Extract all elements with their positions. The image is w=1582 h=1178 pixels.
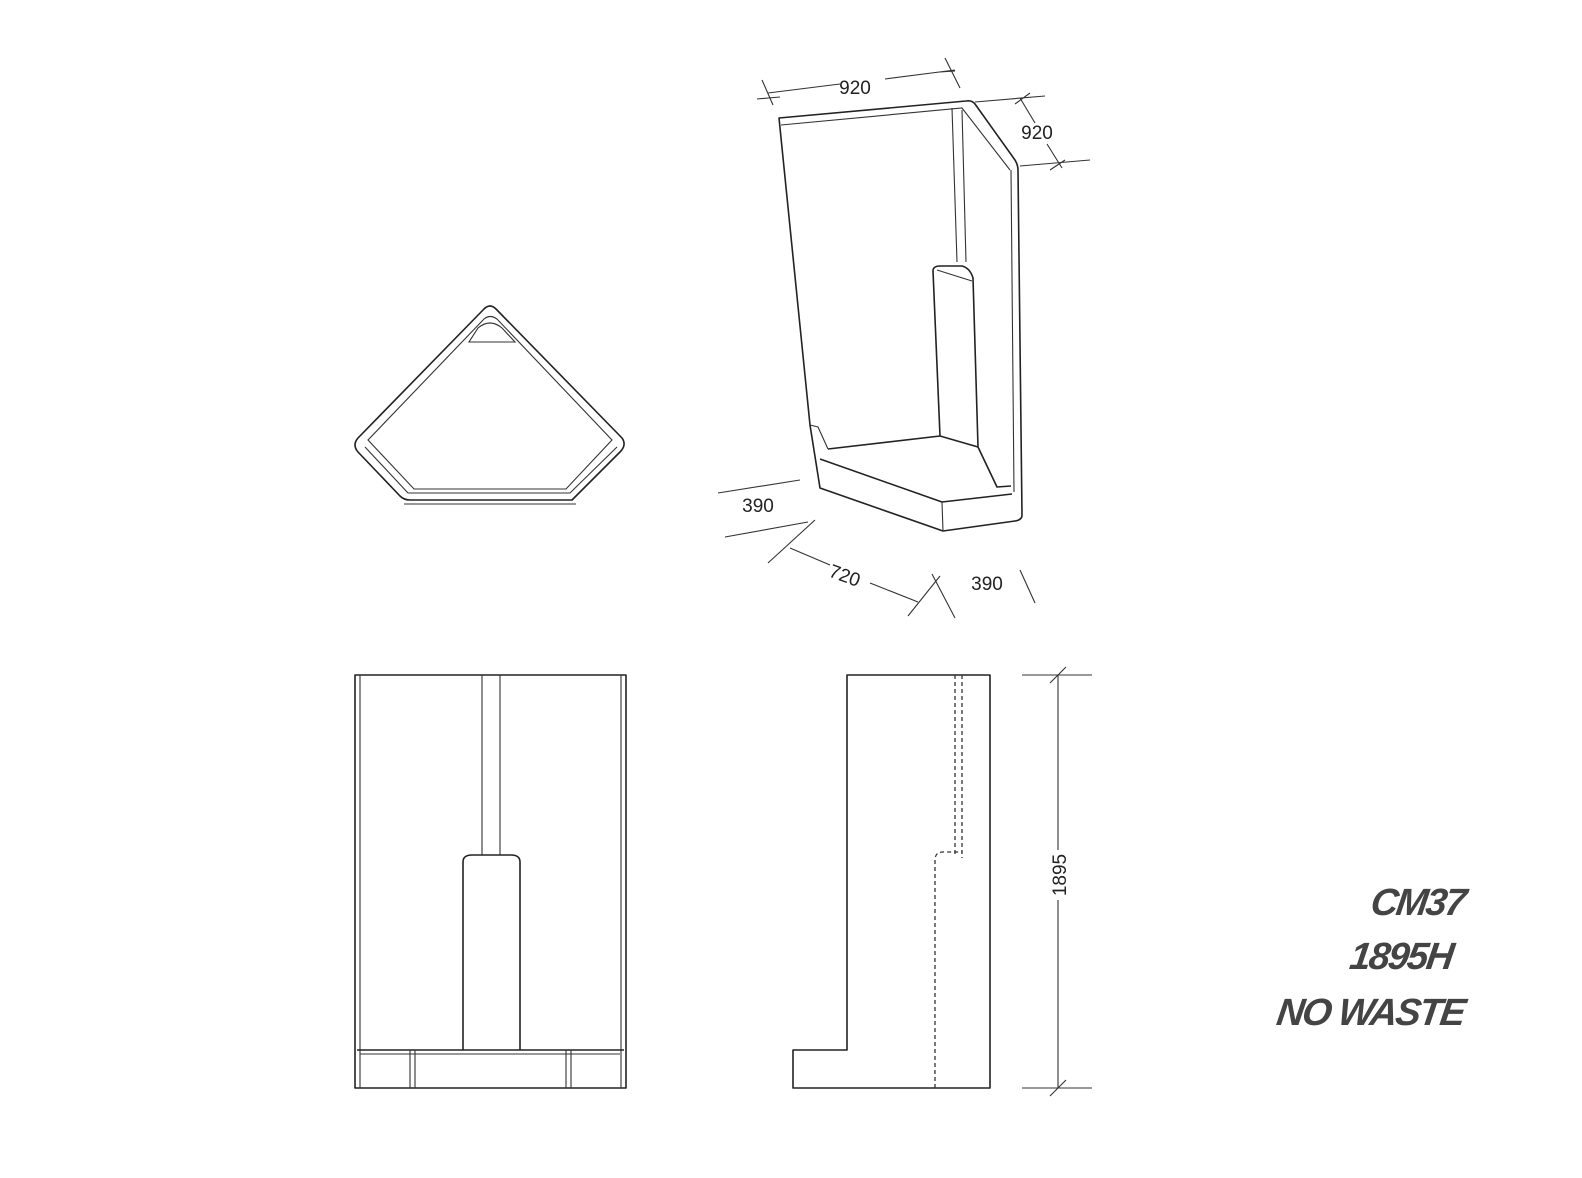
plan-view — [354, 305, 625, 505]
height-label: 1895H — [1347, 936, 1455, 978]
dimension-front-left-return: 390 — [742, 496, 774, 517]
dimension-height: 1895 — [1050, 854, 1071, 896]
dimension-side-width: 920 — [1021, 123, 1053, 144]
model-label: CM37 — [1367, 882, 1467, 924]
dimension-front-diagonal: 720 — [826, 561, 863, 592]
front-elevation — [354, 674, 627, 1089]
dimension-front-right-return: 390 — [971, 574, 1003, 595]
isometric-view: 920 920 390 720 390 — [717, 57, 1091, 619]
waste-note-label: NO WASTE — [1274, 992, 1467, 1034]
dimension-top-width: 920 — [839, 78, 871, 99]
side-elevation: 1895 — [792, 666, 1092, 1097]
